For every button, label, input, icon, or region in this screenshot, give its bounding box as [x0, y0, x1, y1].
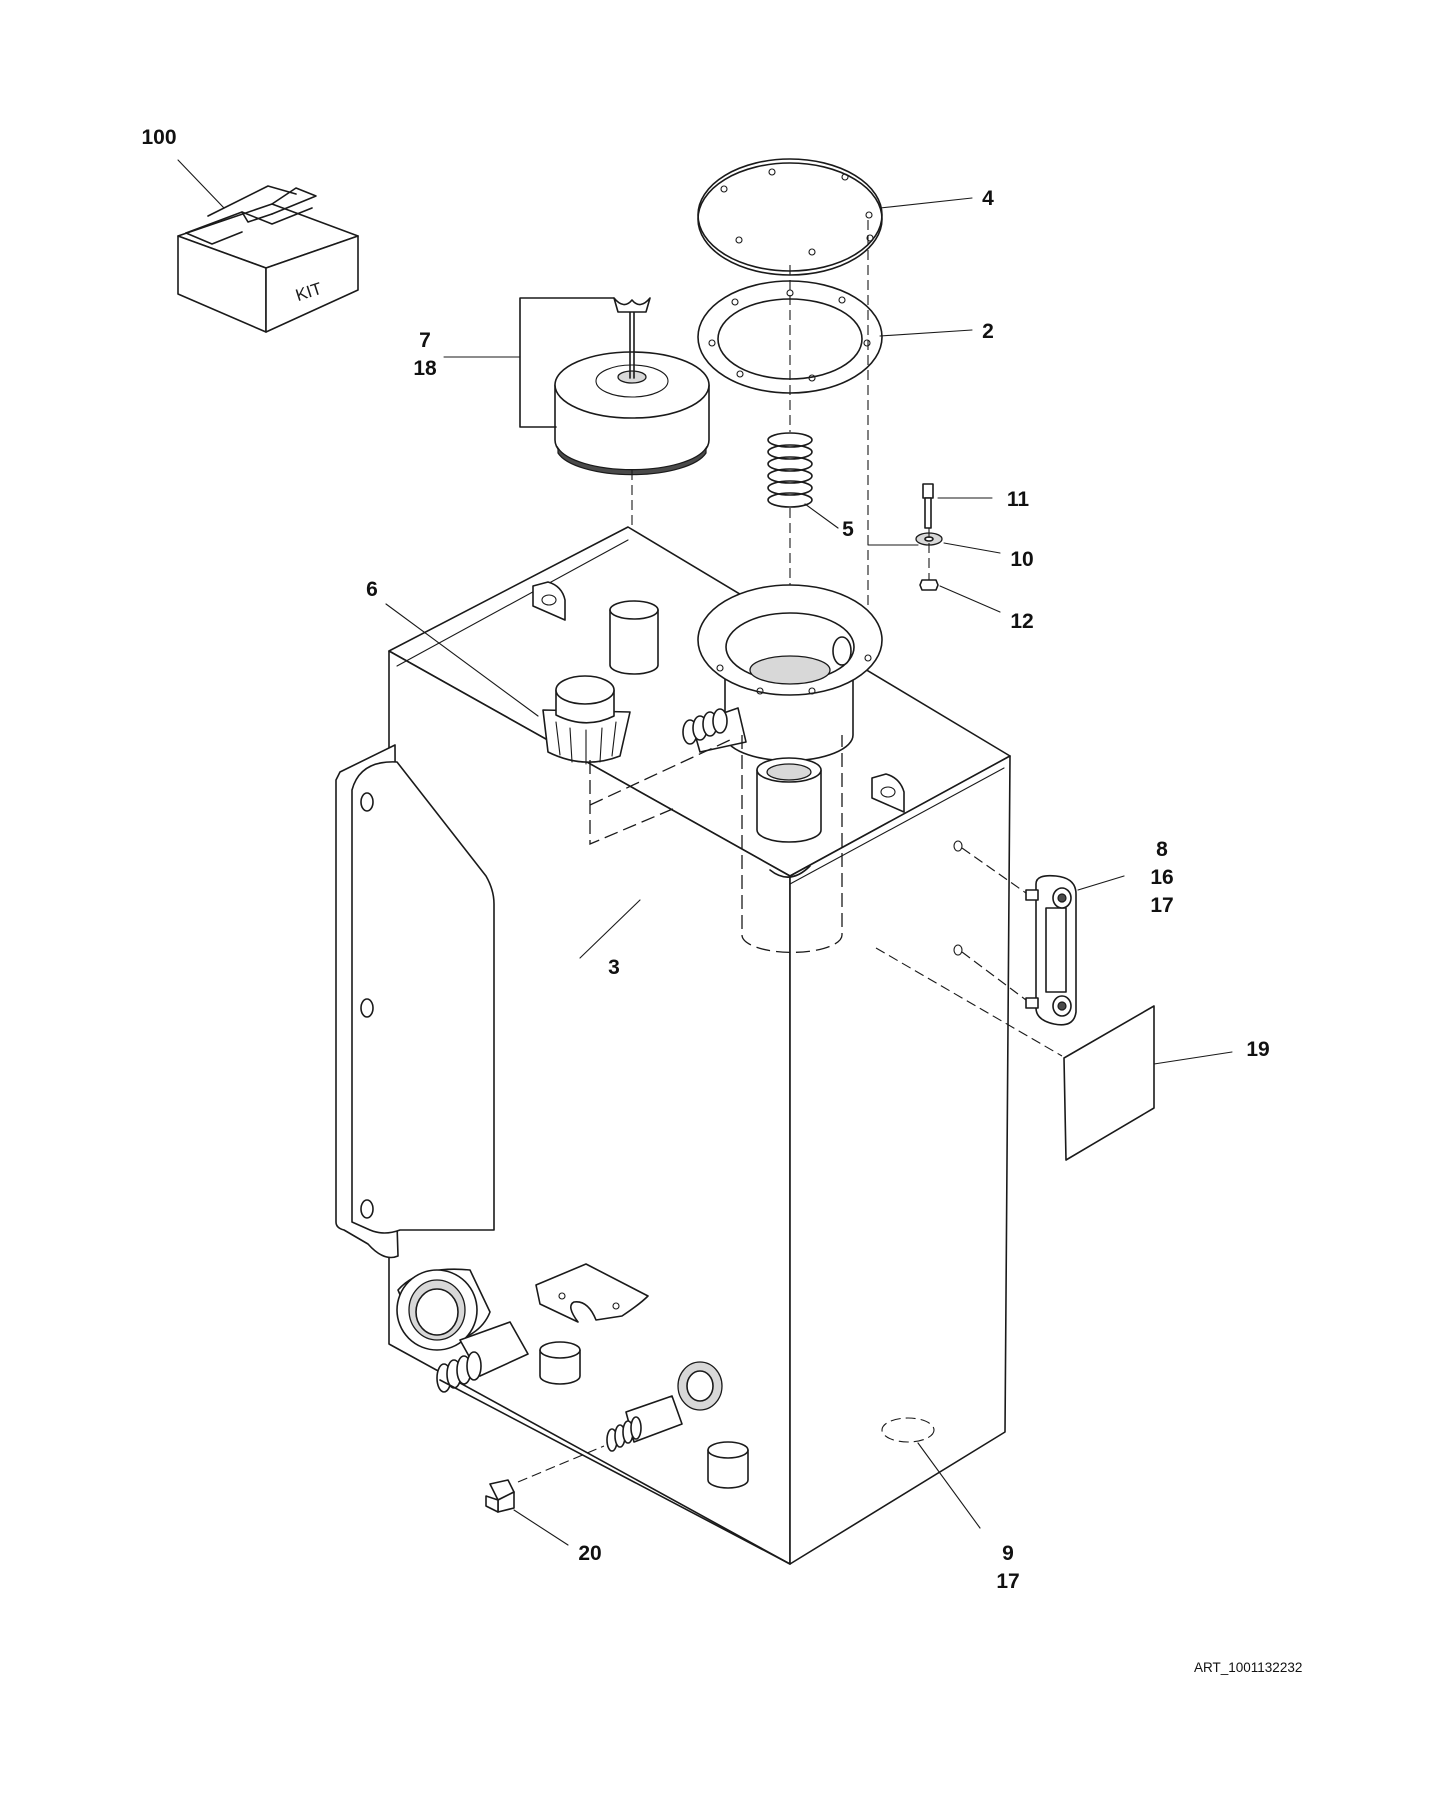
drain-plug: [485, 1479, 515, 1513]
callout-9: 9: [1002, 1542, 1014, 1565]
callout-16: 16: [1150, 866, 1174, 889]
callout-100: 100: [141, 126, 177, 149]
drain-fitting: [606, 1361, 723, 1452]
callout-11: 11: [1006, 488, 1030, 511]
art-number: ART_1001132232: [1194, 1660, 1303, 1675]
hydraulic-tank: [335, 526, 1011, 1565]
decal-plate: [1063, 1005, 1155, 1161]
callout-18: 18: [413, 357, 437, 380]
callout-20: 20: [578, 1542, 602, 1565]
cover-plate: [697, 158, 883, 276]
callout-10: 10: [1010, 548, 1034, 571]
spring: [767, 432, 813, 508]
callout-7: 7: [419, 329, 431, 352]
callout-12: 12: [1010, 610, 1034, 633]
callout-2: 2: [982, 320, 994, 343]
sight-gauge: [1025, 874, 1077, 1026]
callout-3: 3: [608, 956, 620, 979]
callout-17-gauge: 17: [1150, 894, 1174, 917]
callout-4: 4: [982, 187, 994, 210]
breather-filter: [554, 297, 710, 476]
bolt-washer-nut: [915, 483, 943, 591]
callout-17-label: 17: [996, 1570, 1020, 1593]
kit-box: KIT: [177, 185, 359, 333]
callout-6: 6: [366, 578, 378, 601]
callout-19: 19: [1246, 1038, 1270, 1061]
callout-8: 8: [1156, 838, 1168, 861]
callout-5: 5: [842, 518, 854, 541]
